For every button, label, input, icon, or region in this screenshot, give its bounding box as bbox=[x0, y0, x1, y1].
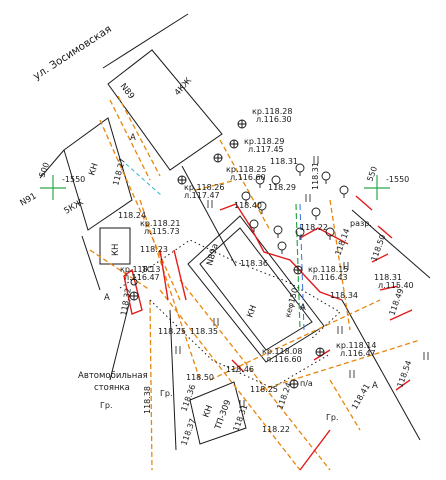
street-edge-upper bbox=[102, 13, 189, 69]
hatching-marks bbox=[175, 156, 429, 408]
building-kn-main-label: КН bbox=[245, 304, 259, 319]
elev-label: 118.31 bbox=[374, 273, 402, 282]
elev-label: 118.23 bbox=[140, 245, 168, 254]
elev-label: 118.37 bbox=[179, 417, 197, 446]
elev-label: 118.27 bbox=[111, 157, 127, 186]
gr-label-left: Гр. bbox=[100, 401, 113, 410]
elev-label: 118.22 bbox=[262, 425, 290, 434]
elev-label: 118.32 bbox=[119, 287, 133, 316]
ts-label: ТС bbox=[141, 265, 153, 274]
street-name: ул. Зосимовская bbox=[31, 23, 114, 82]
zone-a-label: А bbox=[372, 381, 378, 391]
elev-label: 118.34 bbox=[330, 291, 358, 300]
elev-label: л.117.47 bbox=[184, 191, 220, 200]
elev-label: 118.38 bbox=[143, 386, 152, 414]
elev-label: л.116.47 bbox=[124, 273, 160, 282]
elev-label: кр.118.28 bbox=[252, 107, 292, 116]
building-tp309-label: ТП-309 bbox=[213, 399, 233, 432]
street-edge-left bbox=[39, 149, 65, 179]
survey-left-station: 500 bbox=[37, 161, 51, 178]
elev-label: 118.25 bbox=[250, 385, 278, 394]
elev-label: л.116.43 bbox=[312, 273, 348, 282]
parking-label-line1: Автомобильная bbox=[78, 371, 148, 381]
elev-label: 118.46 bbox=[226, 365, 254, 374]
elev-label: 118.31 bbox=[231, 403, 249, 432]
elev-label: 118.25 bbox=[158, 327, 186, 336]
elev-label: кр.118.26 bbox=[184, 183, 224, 192]
elev-label: 118.50 bbox=[369, 233, 387, 262]
building-n89a-inner bbox=[199, 227, 313, 351]
survey-left-depth: -1550 bbox=[62, 175, 85, 184]
trees bbox=[241, 163, 349, 254]
elev-label: 118.22 bbox=[300, 223, 328, 232]
survey-crosses bbox=[40, 175, 390, 200]
elev-label: кр.118.08 bbox=[262, 347, 302, 356]
building-n89a bbox=[187, 215, 325, 363]
building-kn-small-label: КН bbox=[111, 244, 121, 256]
elev-label: 118.24 bbox=[275, 381, 293, 410]
utility-lines-orange bbox=[89, 95, 421, 471]
fence-line bbox=[81, 235, 101, 291]
building-outlines bbox=[39, 13, 431, 451]
parking-label-line2: стоянка bbox=[94, 383, 130, 393]
elev-label: л.115.40 bbox=[378, 281, 414, 290]
elev-label: л.116.60 bbox=[230, 173, 266, 182]
building-kn-small bbox=[99, 227, 131, 265]
elev-label: кр.118.21 bbox=[140, 219, 180, 228]
zone-a-label: А bbox=[300, 303, 306, 313]
elev-label: 118.36 bbox=[240, 259, 268, 268]
zone-a-label: А bbox=[130, 133, 136, 143]
building-kn-tp-label: КН bbox=[201, 404, 215, 419]
building-kn-left-label: КН bbox=[87, 162, 100, 177]
elev-label: л.116.47 bbox=[340, 349, 376, 358]
elev-label: 118.40 bbox=[234, 201, 262, 210]
elev-label: 118.31 bbox=[270, 157, 298, 166]
building-kn-left bbox=[63, 117, 133, 231]
building-n91-label: N91 bbox=[19, 191, 39, 208]
building-n89 bbox=[107, 49, 223, 171]
elev-label: л.117.45 bbox=[248, 145, 284, 154]
pa-label: п/а bbox=[300, 379, 313, 388]
building-tp309 bbox=[189, 381, 247, 445]
building-5kzh-label: 5КЖ bbox=[63, 198, 86, 217]
wells bbox=[129, 119, 325, 389]
elev-label: 118.49 bbox=[387, 287, 405, 316]
elev-label: 118.54 bbox=[395, 359, 413, 388]
elev-label: 118.31 bbox=[311, 162, 320, 190]
elev-label: л.116.60 bbox=[266, 355, 302, 364]
elev-label: 118.35 bbox=[190, 327, 218, 336]
gr-label-bottom: Гр. bbox=[326, 413, 339, 422]
survey-right-depth: -1550 bbox=[386, 175, 409, 184]
elev-label: 118.41 bbox=[350, 382, 372, 411]
building-n89-label: N89 bbox=[118, 82, 136, 102]
elev-label: 118.29 bbox=[268, 183, 296, 192]
gr-label-mid: Гр. bbox=[160, 389, 173, 398]
elev-label: кр.118.15 bbox=[308, 265, 348, 274]
elev-label: кр.118.25 bbox=[226, 165, 266, 174]
elev-label: кр.118.13 bbox=[120, 265, 160, 274]
elev-label: 118.24 bbox=[118, 211, 146, 220]
elev-label: кр.118.14 bbox=[336, 341, 376, 350]
razr-label: разр. bbox=[350, 219, 372, 228]
elevation-labels: кр.118.28 л.116.30 кр.118.29 л.117.45 кр… bbox=[111, 107, 413, 447]
elev-label: 118.50 bbox=[186, 373, 214, 382]
elev-label: л.115.73 bbox=[144, 227, 180, 236]
zone-a-label: А bbox=[104, 293, 110, 303]
utility-lines-red bbox=[123, 195, 413, 471]
elev-label: л.116.30 bbox=[256, 115, 292, 124]
elev-label: кр.118.29 bbox=[244, 137, 284, 146]
